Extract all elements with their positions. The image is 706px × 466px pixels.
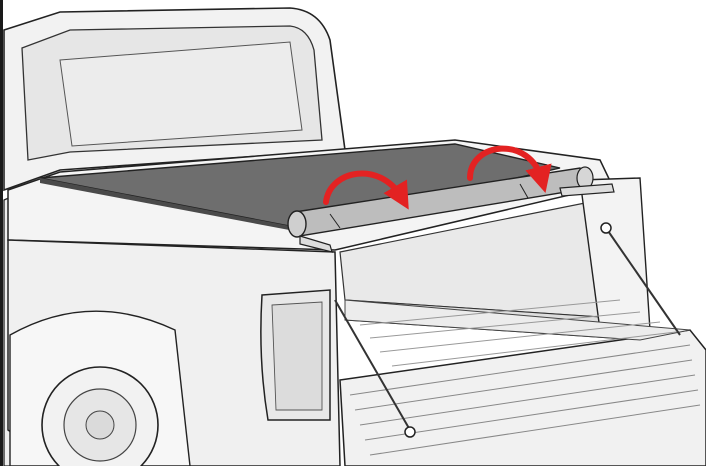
tonneau-cover [39, 143, 561, 232]
bed-floor [344, 299, 691, 367]
taillight [260, 289, 331, 421]
tailgate [339, 329, 706, 466]
cover-latches [299, 183, 615, 253]
rear-roll-arrow [467, 145, 552, 194]
front-roll-arrow [323, 170, 409, 210]
rear-wheel [9, 310, 191, 466]
tailgate-cables [334, 222, 681, 438]
left-border [0, 0, 3, 466]
rolled-cover [287, 166, 594, 238]
